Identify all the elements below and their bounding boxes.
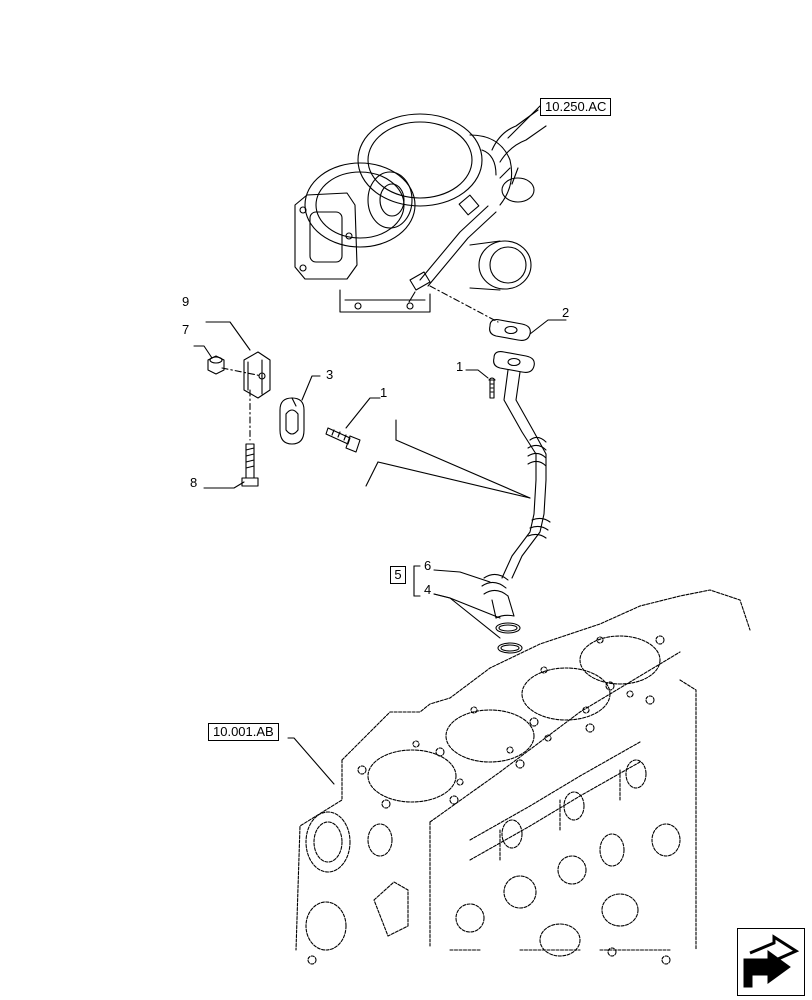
turbo-reference-label[interactable]: 10.250.AC	[540, 98, 612, 116]
callout-9: 9	[182, 294, 190, 309]
callout-2: 2	[562, 305, 570, 320]
callout-4: 4	[424, 582, 432, 597]
engine-block	[295, 589, 751, 965]
turbocharger	[294, 109, 547, 313]
clamp-bolt	[325, 427, 361, 453]
engine-ref-leader	[287, 737, 335, 785]
callout-5: 5	[390, 566, 406, 584]
callout-8: 8	[190, 475, 198, 490]
callout-6: 6	[424, 558, 432, 573]
pipe-flange-bolt	[488, 377, 496, 399]
callout-3: 3	[326, 367, 334, 382]
nut	[207, 355, 225, 375]
callout-1-upper: 1	[456, 359, 464, 374]
clamp	[279, 397, 305, 445]
oil-drain-pipe	[481, 351, 551, 619]
engine-block-reference-label[interactable]: 10.001.AB	[208, 723, 279, 741]
callout-1-lower: 1	[380, 385, 388, 400]
o-rings	[495, 622, 523, 654]
hex-bolt	[241, 443, 259, 487]
gasket	[489, 319, 531, 341]
next-page-arrow-icon[interactable]	[737, 928, 805, 996]
turbo-ref-leader	[507, 105, 541, 139]
bracket	[243, 351, 271, 399]
arrow-glyph	[743, 934, 800, 988]
callout-7: 7	[182, 322, 190, 337]
